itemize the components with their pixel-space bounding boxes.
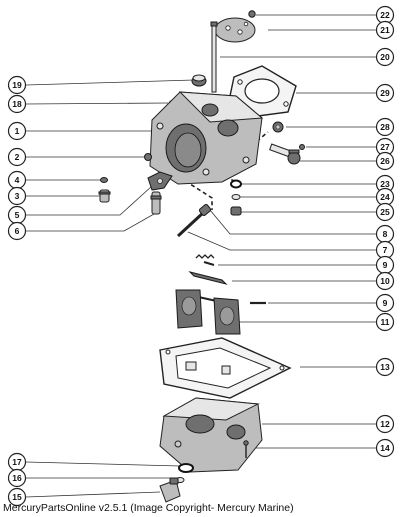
copyright-caption: MercuryPartsOnline v2.5.1 (Image Copyrig… xyxy=(3,502,294,514)
bowl-gasket-13 xyxy=(159,337,292,399)
spring-7 xyxy=(195,254,215,259)
lever-shaft-26 xyxy=(269,143,301,165)
callout-23[interactable]: 23 xyxy=(375,174,395,194)
callout-29[interactable]: 29 xyxy=(375,83,395,103)
flange-gasket-29 xyxy=(229,65,297,117)
o-ring-23 xyxy=(230,179,242,189)
svg-text:29: 29 xyxy=(380,88,390,98)
callout-1[interactable]: 1 xyxy=(7,121,27,141)
o-ring-17 xyxy=(178,463,194,473)
cap-19 xyxy=(191,74,207,87)
svg-text:17: 17 xyxy=(12,457,22,467)
callout-13[interactable]: 13 xyxy=(375,357,395,377)
svg-text:6: 6 xyxy=(15,226,20,236)
float-bowl-12 xyxy=(159,397,263,473)
callout-2[interactable]: 2 xyxy=(7,147,27,167)
callout-10[interactable]: 10 xyxy=(375,271,395,291)
leader-lines xyxy=(25,14,376,498)
callout-15[interactable]: 15 xyxy=(7,487,27,507)
svg-text:20: 20 xyxy=(380,52,390,62)
svg-text:14: 14 xyxy=(380,443,390,453)
callouts-right: 22 21 20 29 28 27 26 23 24 25 8 7 9 10 9 xyxy=(375,5,395,458)
svg-text:22: 22 xyxy=(380,10,390,20)
callout-25[interactable]: 25 xyxy=(375,202,395,222)
svg-text:5: 5 xyxy=(15,210,20,220)
svg-text:11: 11 xyxy=(381,317,390,327)
needle-8 xyxy=(176,204,212,238)
svg-text:12: 12 xyxy=(380,419,390,429)
svg-text:26: 26 xyxy=(380,156,390,166)
nut-4 xyxy=(100,177,108,183)
callout-21[interactable]: 21 xyxy=(375,20,395,40)
screw-27 xyxy=(299,144,305,150)
callout-18[interactable]: 18 xyxy=(7,94,27,114)
svg-text:27: 27 xyxy=(380,142,390,152)
callout-24[interactable]: 24 xyxy=(375,187,395,207)
nut-28 xyxy=(272,121,284,133)
valve-6 xyxy=(150,191,162,215)
svg-text:13: 13 xyxy=(380,362,390,372)
svg-text:25: 25 xyxy=(380,207,390,217)
svg-text:23: 23 xyxy=(380,179,390,189)
lever-10 xyxy=(188,271,228,285)
callout-19[interactable]: 19 xyxy=(7,75,27,95)
callout-3[interactable]: 3 xyxy=(7,186,27,206)
svg-text:18: 18 xyxy=(12,99,22,109)
callout-17[interactable]: 17 xyxy=(7,452,27,472)
svg-text:9: 9 xyxy=(383,298,388,308)
svg-text:16: 16 xyxy=(12,473,22,483)
callout-8[interactable]: 8 xyxy=(375,224,395,244)
svg-text:4: 4 xyxy=(15,175,20,185)
plate-21 xyxy=(214,17,256,43)
float-11 xyxy=(175,289,241,335)
svg-text:3: 3 xyxy=(15,191,20,201)
fitting-3 xyxy=(98,189,111,203)
svg-text:8: 8 xyxy=(383,229,388,239)
callout-9-lower[interactable]: 9 xyxy=(375,293,395,313)
callout-14[interactable]: 14 xyxy=(375,438,395,458)
callout-26[interactable]: 26 xyxy=(375,151,395,171)
parts xyxy=(98,10,305,503)
svg-text:28: 28 xyxy=(380,122,390,132)
bracket-5 xyxy=(147,171,173,191)
svg-text:15: 15 xyxy=(12,492,22,502)
callout-12[interactable]: 12 xyxy=(375,414,395,434)
screw-2 xyxy=(144,153,152,161)
callout-5[interactable]: 5 xyxy=(7,205,27,225)
callout-4[interactable]: 4 xyxy=(7,170,27,190)
svg-text:21: 21 xyxy=(380,25,390,35)
callout-7[interactable]: 7 xyxy=(375,240,395,260)
callout-11[interactable]: 11 xyxy=(375,312,395,332)
pin-9-upper xyxy=(203,261,215,266)
shaft-20 xyxy=(210,21,218,93)
svg-text:19: 19 xyxy=(12,80,22,90)
callouts-left: 19 18 1 2 4 3 5 6 17 16 15 xyxy=(7,75,27,507)
svg-text:24: 24 xyxy=(380,192,390,202)
drain-plug-15 xyxy=(159,477,181,503)
svg-text:2: 2 xyxy=(15,152,20,162)
callout-20[interactable]: 20 xyxy=(375,47,395,67)
washer-24 xyxy=(231,194,241,200)
callout-16[interactable]: 16 xyxy=(7,468,27,488)
callout-28[interactable]: 28 xyxy=(375,117,395,137)
carburetor-body-1 xyxy=(149,91,264,185)
svg-text:7: 7 xyxy=(383,245,388,255)
svg-text:1: 1 xyxy=(15,126,20,136)
svg-text:9: 9 xyxy=(383,260,388,270)
callout-9-upper[interactable]: 9 xyxy=(375,255,395,275)
svg-text:10: 10 xyxy=(380,276,390,286)
screw-14 xyxy=(243,440,249,458)
plug-25 xyxy=(230,206,242,216)
screw-22 xyxy=(248,10,256,18)
callout-6[interactable]: 6 xyxy=(7,221,27,241)
